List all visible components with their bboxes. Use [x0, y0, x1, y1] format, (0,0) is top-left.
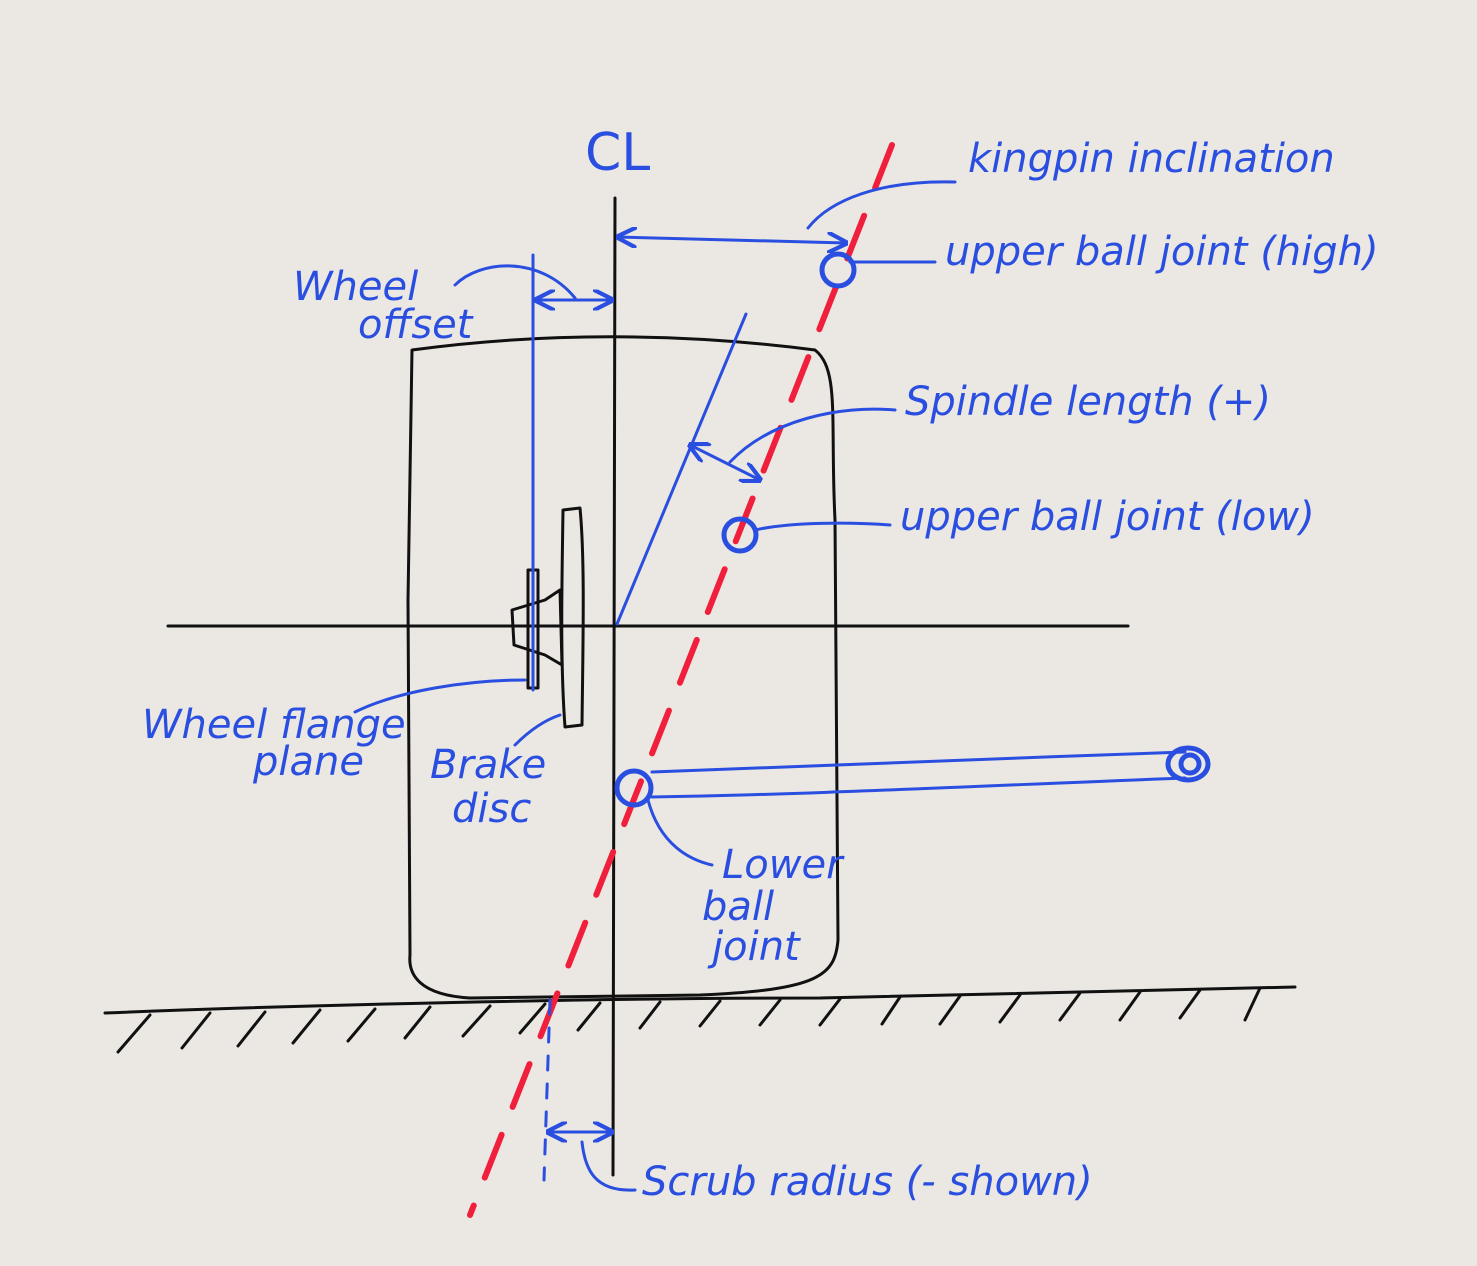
- brake-disc-leader: [513, 713, 562, 747]
- kingpin-offset-arrow: [618, 237, 846, 243]
- wheel-flange: [526, 568, 540, 690]
- scrub-radius-label: Scrub radius (- shown): [642, 1159, 1093, 1205]
- wheel-offset-label-line2: offset: [358, 302, 474, 348]
- upper-ball-joint-low-label: upper ball joint (low): [900, 494, 1315, 540]
- kingpin-inclination-label: kingpin inclination: [968, 136, 1335, 182]
- lower-joint-leader: [646, 798, 714, 867]
- lower-ball-joint-label-line1: Lower: [722, 842, 845, 888]
- lower-arm-inner-pivot: [1165, 745, 1211, 783]
- spindle-length-arrow: [690, 445, 760, 480]
- wheel-offset-leader: [453, 264, 577, 300]
- hub: [510, 588, 564, 667]
- wheel-flange-plane-label-line1: Wheel flange: [142, 702, 406, 748]
- kingpin-axis: [467, 142, 895, 1218]
- wheel-centreline: [611, 196, 617, 1177]
- centreline-symbol: CL: [585, 123, 650, 183]
- brake-disc: [560, 506, 585, 729]
- lower-ball-joint-label-line3: joint: [707, 924, 801, 970]
- lower-ball-joint-label-line2: ball: [702, 884, 774, 930]
- flange-leader: [353, 678, 527, 714]
- brake-disc-label-line2: disc: [452, 786, 531, 832]
- upper-ball-joint-high-label: upper ball joint (high): [945, 229, 1379, 275]
- wheel-offset-label-line1: Wheel: [293, 264, 418, 310]
- lower-arm-inner-pivot-ring: [1178, 752, 1202, 776]
- ground-line: [103, 985, 1297, 1015]
- wheel-flange-plane-label-line2: plane: [252, 739, 364, 785]
- spindle-leader: [728, 407, 897, 464]
- kingpin-leader: [806, 180, 957, 230]
- brake-disc-label-line1: Brake: [430, 742, 546, 788]
- upper-low-leader: [753, 521, 892, 532]
- scrub-leader: [580, 1140, 637, 1192]
- upper-ball-joint-high: [819, 251, 857, 289]
- upper-ball-joint-low: [721, 516, 759, 554]
- lower-control-arm: [650, 750, 1187, 799]
- scrub-projection-line: [542, 998, 552, 1182]
- ground-hatching: [116, 986, 1262, 1054]
- spindle-line: [615, 312, 748, 626]
- tyre-outline: [406, 335, 840, 1000]
- lower-ball-joint: [614, 768, 654, 808]
- spindle-length-label: Spindle length (+): [905, 379, 1271, 425]
